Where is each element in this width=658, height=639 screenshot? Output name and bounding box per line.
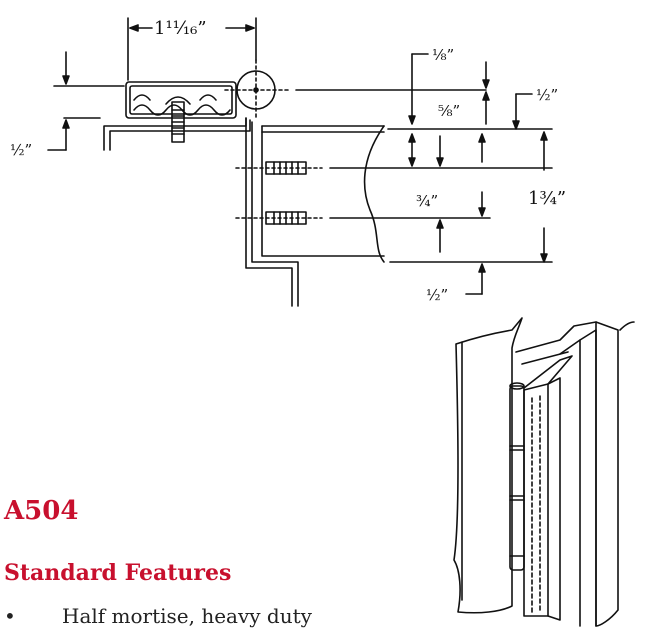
dim-three-quarter: ¾” <box>416 192 438 210</box>
bullet-icon: • <box>4 604 16 628</box>
dim-eighth: ⅛” <box>432 46 454 64</box>
features-heading: Standard Features <box>4 560 232 586</box>
dim-one-three-quarter: 1¾” <box>528 188 566 209</box>
door-slab <box>453 317 523 614</box>
features-list: • Half mortise, heavy duty <box>4 604 312 628</box>
cross-section-drawing <box>47 17 553 307</box>
pin-barrel <box>509 385 525 571</box>
door-screw-top <box>235 161 323 175</box>
perspective-hinge-illustration <box>453 317 635 627</box>
hinge-leaf-front <box>523 383 549 617</box>
dim-half-bottom: ½” <box>426 286 448 304</box>
door-channel-inner <box>251 121 299 307</box>
product-code: A504 <box>4 496 79 526</box>
door-edge <box>261 125 385 257</box>
dim-five-eighth: ⅝” <box>438 102 460 120</box>
hinge-body-inner <box>129 85 233 115</box>
feature-item: • Half mortise, heavy duty <box>4 604 312 628</box>
frame-column <box>595 321 619 627</box>
dim-half-top-right: ½” <box>536 86 558 104</box>
door-break <box>363 125 385 263</box>
feature-text: Half mortise, heavy duty <box>62 604 312 628</box>
hinge-body <box>125 81 237 119</box>
frame-leaf-inner <box>109 119 251 151</box>
door-screw-bottom <box>235 211 323 225</box>
hinge-wave-2 <box>133 94 217 101</box>
door-channel-outer <box>245 117 293 307</box>
dim-half-left: ½” <box>10 141 32 159</box>
dim-overall-width: 1¹¹⁄₁₆” <box>154 18 207 39</box>
